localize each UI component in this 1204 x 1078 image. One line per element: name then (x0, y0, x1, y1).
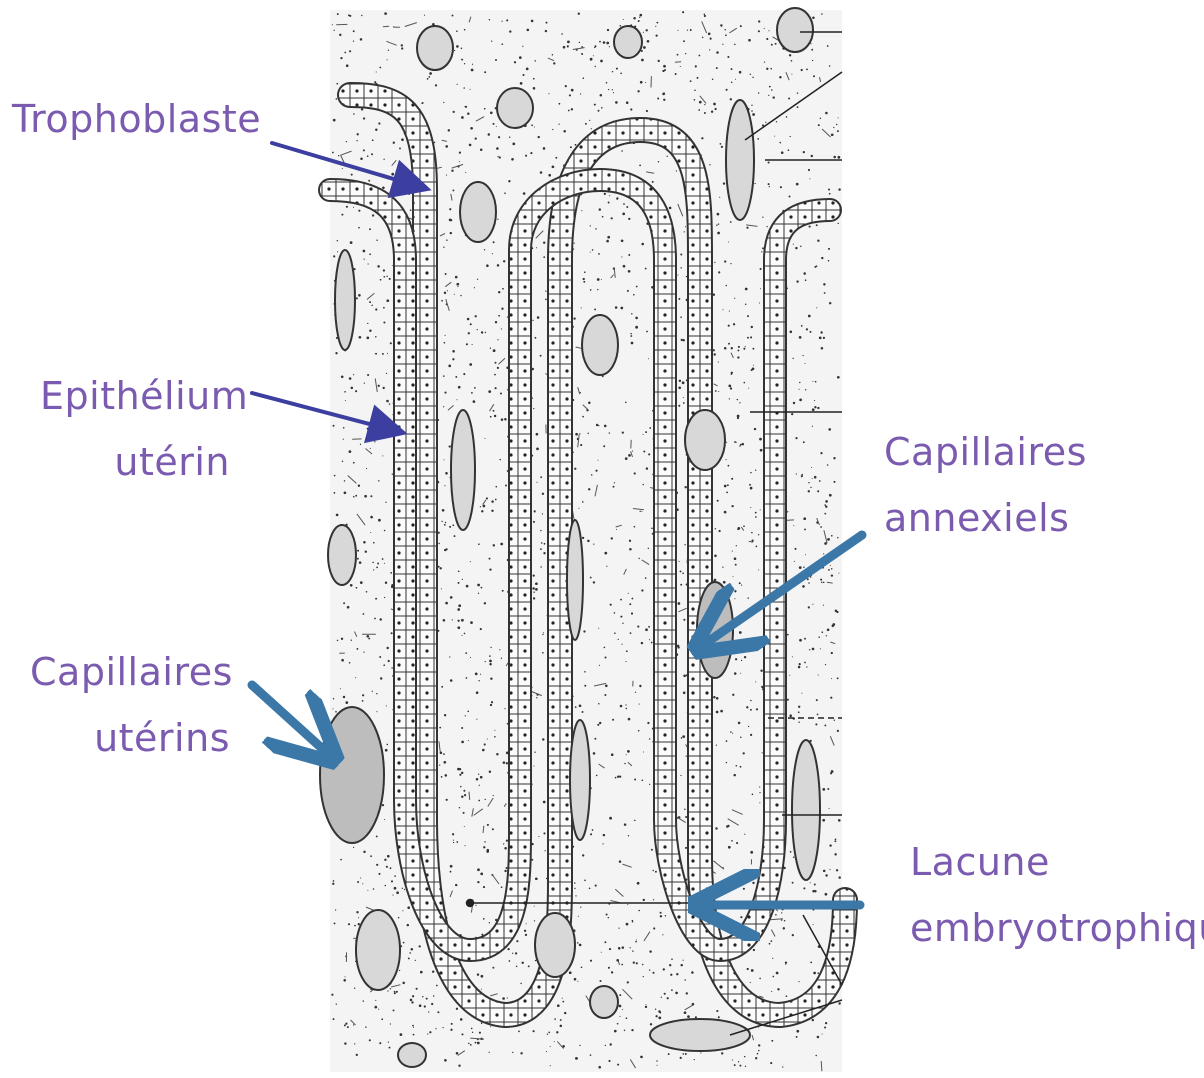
label-capillaires-annexiels-line1: Capillaires (884, 430, 1087, 474)
label-capillaires-annexiels: Capillaires annexiels (884, 430, 1087, 540)
label-capillaires-uterins: Capillaires utérins (30, 650, 230, 760)
label-capillaires-uterins-line2: utérins (30, 716, 230, 760)
label-trophoblaste: Trophoblaste (12, 97, 261, 141)
label-lacune-line2: embryotrophique (910, 906, 1204, 950)
label-lacune-line1: Lacune (910, 840, 1204, 884)
label-epithelium-line2: utérin (40, 440, 230, 484)
label-epithelium-line1: Epithélium (40, 374, 230, 418)
label-epithelium-uterin: Epithélium utérin (40, 374, 230, 484)
label-capillaires-annexiels-line2: annexiels (884, 496, 1087, 540)
capillary-uterin (320, 707, 384, 843)
label-lacune-embryotrophique: Lacune embryotrophique (910, 840, 1204, 950)
label-capillaires-uterins-line1: Capillaires (30, 650, 230, 694)
arrow-capillaires-uterins (252, 685, 326, 752)
